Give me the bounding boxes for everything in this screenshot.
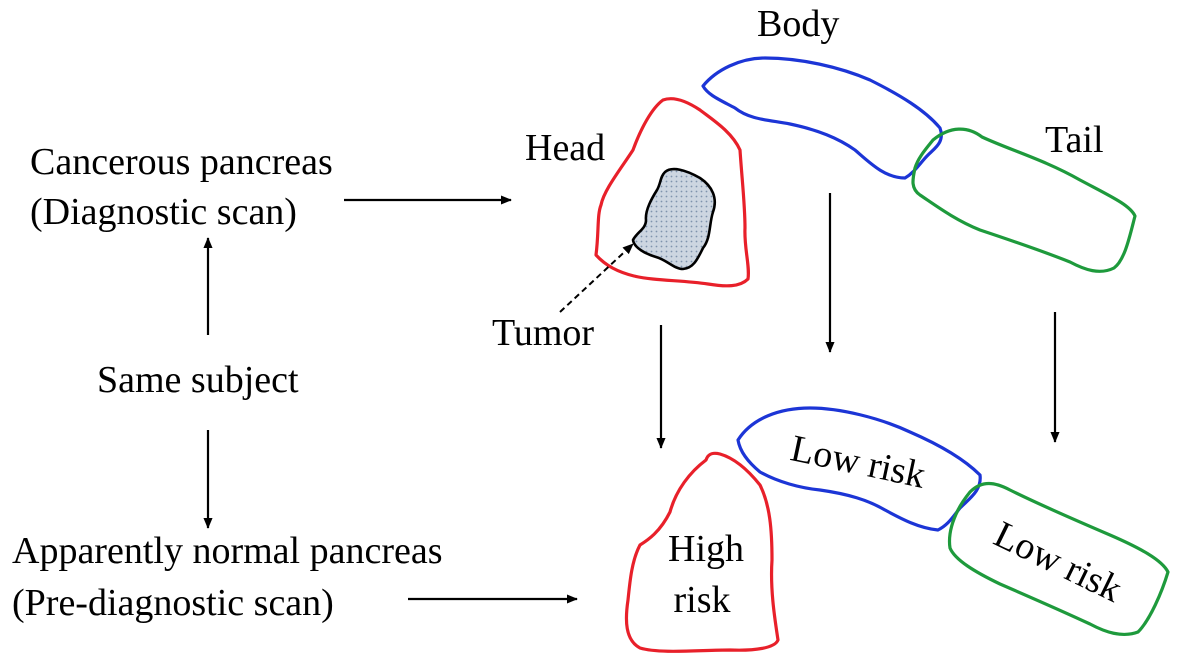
high-risk-label-line2: risk	[674, 579, 731, 621]
body-label: Body	[757, 3, 839, 45]
top-body-outline	[701, 56, 943, 180]
tail-label: Tail	[1045, 119, 1104, 161]
top-tail-outline	[911, 127, 1137, 273]
bottom-tail-outline	[947, 481, 1170, 637]
bottom-head-outline	[624, 451, 780, 653]
pre-diagnostic-scan-label: (Pre-diagnostic scan)	[12, 582, 334, 624]
tail-low-risk-label: Low risk	[988, 513, 1129, 610]
top-head-outline	[594, 97, 751, 288]
cancerous-pancreas-label: Cancerous pancreas	[30, 141, 333, 183]
tumor-shape	[631, 167, 717, 271]
diagnostic-scan-label: (Diagnostic scan)	[30, 191, 297, 233]
same-subject-label: Same subject	[97, 359, 299, 401]
head-label: Head	[525, 127, 605, 169]
tumor-label: Tumor	[492, 312, 594, 354]
tumor-pointer-arrow	[559, 243, 634, 313]
high-risk-label-line1: High	[668, 528, 744, 570]
apparently-normal-pancreas-label: Apparently normal pancreas	[12, 530, 443, 572]
body-low-risk-label: Low risk	[787, 427, 929, 496]
